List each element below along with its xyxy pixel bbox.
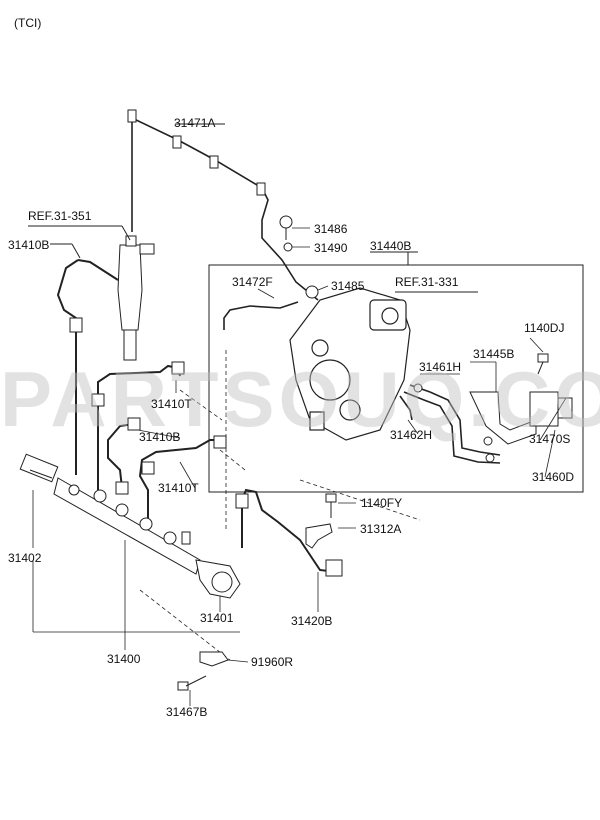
hose-31462h — [399, 395, 413, 421]
hose-clamps — [413, 383, 495, 463]
label-1140dj[interactable]: 1140DJ — [524, 321, 565, 335]
high-pressure-pump — [289, 287, 411, 441]
bolt-1140dj — [537, 353, 549, 375]
injection-pipe-31410b-mid — [107, 417, 141, 495]
label-31470s[interactable]: 31470S — [529, 432, 571, 446]
ref-31-351[interactable]: REF.31-351 — [28, 209, 92, 223]
bolt-1140fy — [325, 493, 337, 518]
bracket-91960r — [199, 651, 229, 667]
label-91960r[interactable]: 91960R — [251, 655, 294, 669]
label-31460d[interactable]: 31460D — [532, 470, 575, 484]
label-31467b[interactable]: 31467B — [166, 705, 208, 719]
label-31312a[interactable]: 31312A — [360, 522, 402, 536]
ref-31-331[interactable]: REF.31-331 — [395, 275, 459, 289]
label-1140fy[interactable]: 1140FY — [361, 496, 403, 510]
label-31440b[interactable]: 31440B — [370, 239, 412, 253]
label-31410t-upper[interactable]: 31410T — [151, 397, 192, 411]
bolt-31467b — [177, 675, 207, 691]
label-31462h[interactable]: 31462H — [390, 428, 433, 442]
rail-pressure-sensor-31402 — [19, 453, 59, 483]
hose-31461h — [403, 384, 501, 464]
label-31400[interactable]: 31400 — [107, 652, 141, 666]
common-rail-31400 — [53, 477, 201, 575]
label-31420b[interactable]: 31420B — [291, 614, 333, 628]
variant-label: (TCI) — [14, 16, 42, 30]
label-31401[interactable]: 31401 — [200, 611, 234, 625]
label-31485[interactable]: 31485 — [331, 279, 365, 293]
injection-pipe-31410t-lower — [138, 435, 227, 520]
label-31445b[interactable]: 31445B — [473, 347, 515, 361]
label-31490[interactable]: 31490 — [314, 241, 348, 255]
label-31486[interactable]: 31486 — [314, 222, 348, 236]
label-31402[interactable]: 31402 — [8, 551, 42, 565]
valve-31460d — [529, 391, 573, 427]
label-31410b-top[interactable]: 31410B — [8, 238, 50, 252]
fuel-line-31472f — [223, 301, 299, 330]
return-line-31471a — [131, 117, 319, 301]
label-31410b-mid[interactable]: 31410B — [139, 430, 181, 444]
watermark-text: PARTSOUQ.COM — [0, 355, 600, 443]
injection-pipe-31410t-upper — [91, 361, 185, 490]
pump-feed-line-31420b — [235, 488, 343, 577]
label-31461h[interactable]: 31461H — [419, 360, 462, 374]
injector-ref-31-351 — [117, 235, 155, 361]
injection-pipe-31410b-top — [56, 259, 119, 475]
pump-group-box — [208, 264, 584, 493]
gasket-31490 — [283, 242, 293, 252]
banjo-bolt-31486 — [279, 215, 293, 240]
return-line-connectors — [127, 109, 266, 196]
label-31471a[interactable]: 31471A — [174, 116, 216, 130]
label-31472f[interactable]: 31472F — [232, 275, 273, 289]
label-31410t-lower[interactable]: 31410T — [158, 481, 199, 495]
pressure-limiter-31401 — [195, 559, 241, 599]
fitting-31485 — [305, 285, 319, 299]
bracket-31312a — [305, 523, 333, 549]
